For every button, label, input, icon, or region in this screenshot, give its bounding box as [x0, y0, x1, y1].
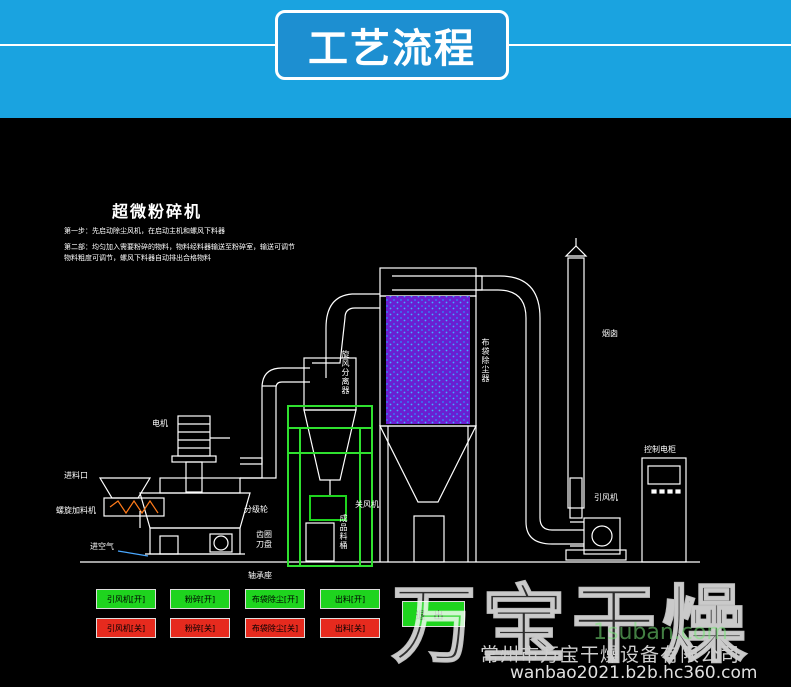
cyclone-frame: [287, 405, 373, 567]
crush-off-button[interactable]: 粉碎[关]: [170, 618, 230, 638]
title-box: 工艺流程: [275, 10, 509, 80]
bag-filter: [379, 267, 483, 563]
induced-fan: [565, 517, 627, 561]
watermark-brand: 万宝干燥: [391, 575, 753, 675]
label-hammer: 齿圈 刀盘: [256, 530, 272, 549]
step-one-text: 第一步：先启动除尘风机，在启动主机和螺风下料器: [64, 227, 225, 235]
fan-on-button[interactable]: 引风机[开]: [96, 589, 156, 609]
filter-bags: [386, 296, 470, 424]
mill-duct: [240, 367, 310, 479]
exit-button[interactable]: 退出: [402, 601, 465, 627]
label-cyclone: 旋风分离器: [341, 350, 350, 395]
label-airlock: 关风机: [355, 500, 379, 509]
control-cabinet: [641, 457, 687, 563]
label-air-inlet: 进空气: [90, 542, 114, 551]
page-title: 工艺流程: [308, 26, 476, 72]
equipment-drawing: [80, 238, 700, 567]
header-rule-left: [0, 44, 275, 46]
discharge-on-button[interactable]: 出料[开]: [320, 589, 380, 609]
product-bin: [305, 522, 335, 562]
airlock-valve: [309, 495, 347, 521]
feed-hopper: [98, 477, 152, 499]
label-control-cabinet: 控制电柜: [644, 445, 676, 454]
process-diagram: 超微粉碎机 第一步：先启动除尘风机，在启动主机和螺风下料器 第二部：均匀加入需要…: [0, 118, 791, 687]
crush-on-button[interactable]: 粉碎[开]: [170, 589, 230, 609]
label-chimney: 烟囱: [602, 329, 618, 338]
screw-feeder: [103, 497, 165, 517]
label-base: 轴承座: [248, 571, 272, 580]
watermark-company: 常州市万宝干燥设备有限公司: [480, 644, 741, 666]
header-rule-right: [509, 44, 791, 46]
header-banner: 工艺流程: [0, 0, 791, 118]
label-bag-filter: 布袋除尘器: [481, 338, 490, 383]
label-product-bin: 成品料桶: [339, 514, 348, 550]
chimney: [564, 238, 588, 519]
machine-title: 超微粉碎机: [112, 202, 203, 221]
watermark-site1: 1suban.com: [593, 620, 728, 645]
label-feed-port: 进料口: [64, 471, 88, 480]
label-fan: 引风机: [594, 493, 618, 502]
label-motor: 电机: [152, 419, 168, 428]
watermark-site2: wanbao2021.b2b.hc360.com: [510, 663, 758, 683]
step-two-text-line1: 第二部：均匀加入需要粉碎的物料，物料经料器输送至粉碎室，输送可调节: [64, 243, 295, 251]
label-classifier: 分级轮: [244, 505, 268, 514]
bag-filter-on-button[interactable]: 布袋除尘[开]: [245, 589, 305, 609]
step-two-text-line2: 物料粗度可调节，螺风下料器自动排出合格物料: [64, 254, 211, 262]
motor-body: [177, 415, 211, 457]
cyclone-separator: [303, 293, 380, 562]
discharge-off-button[interactable]: 出料[关]: [320, 618, 380, 638]
label-screw-feeder: 螺旋加料机: [56, 506, 96, 515]
exhaust-duct: [476, 275, 584, 545]
mill-machine: [98, 415, 263, 555]
fan-off-button[interactable]: 引风机[关]: [96, 618, 156, 638]
bag-filter-off-button[interactable]: 布袋除尘[关]: [245, 618, 305, 638]
